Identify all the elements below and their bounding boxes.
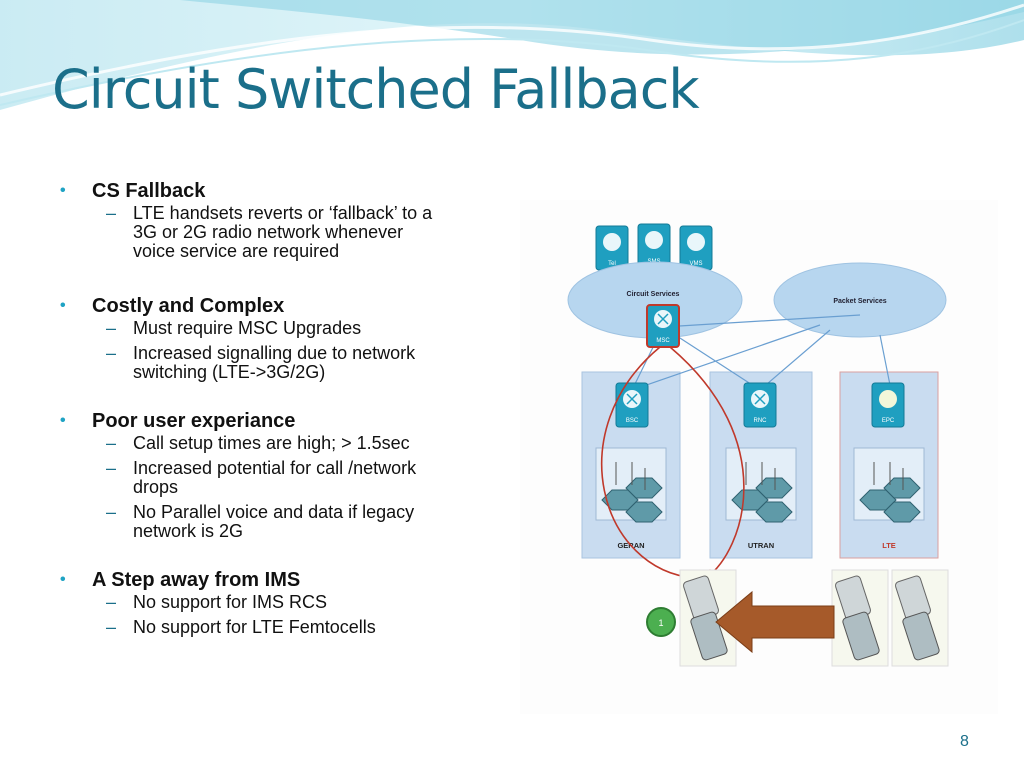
bullet-list: •CS Fallback –LTE handsets reverts or ‘f… xyxy=(60,178,510,643)
bsc-node: BSC xyxy=(615,382,649,428)
csfb-network-diagram: Tel SMS VMS Circuit Services Packet Serv… xyxy=(520,200,998,714)
dash-icon: – xyxy=(106,458,117,478)
svg-text:RNC: RNC xyxy=(754,418,768,424)
header-wave-decoration xyxy=(0,0,1024,110)
fallback-arrow xyxy=(715,590,835,654)
lte-cells xyxy=(853,447,925,523)
epc-node: EPC xyxy=(871,382,905,428)
handset-lte-2 xyxy=(891,569,949,667)
bullet-heading: •CS Fallback xyxy=(60,180,206,202)
service-vms: VMS xyxy=(679,225,713,271)
svg-text:1: 1 xyxy=(658,618,663,628)
packet-services-label: Packet Services xyxy=(833,298,886,305)
page-number: 8 xyxy=(960,733,969,750)
svg-text:BSC: BSC xyxy=(626,418,639,424)
svg-text:Tel: Tel xyxy=(608,261,616,267)
lte-label: LTE xyxy=(882,541,896,550)
sub-bullet: –Must require MSC Upgrades xyxy=(106,318,362,338)
dash-icon: – xyxy=(106,617,117,637)
dash-icon: – xyxy=(106,343,117,363)
dash-icon: – xyxy=(106,502,117,522)
dash-icon: – xyxy=(106,318,117,338)
dash-icon: – xyxy=(106,592,117,612)
circuit-services-label: Circuit Services xyxy=(627,291,680,298)
sub-bullet: –No support for IMS RCS xyxy=(106,592,328,612)
sub-bullet: –LTE handsets reverts or ‘fallback’ to a… xyxy=(106,203,433,261)
geran-cells xyxy=(595,447,667,523)
bullet-heading: •Poor user experiance xyxy=(60,410,296,432)
dash-icon: – xyxy=(106,203,117,223)
handset-lte-1 xyxy=(831,569,889,667)
bullet-heading: •Costly and Complex xyxy=(60,295,285,317)
packet-services-cloud xyxy=(773,262,947,338)
dash-icon: – xyxy=(106,433,117,453)
msc-node: MSC xyxy=(646,304,680,348)
rnc-node: RNC xyxy=(743,382,777,428)
svg-text:VMS: VMS xyxy=(689,261,702,267)
bullet-dot-icon: • xyxy=(60,297,66,314)
step-badge: 1 xyxy=(646,607,676,637)
slide-title: Circuit Switched Fallback xyxy=(52,58,700,121)
sub-bullet: –No support for LTE Femtocells xyxy=(106,617,376,637)
bullet-dot-icon: • xyxy=(60,571,66,588)
svg-text:MSC: MSC xyxy=(656,338,670,344)
service-sms: SMS xyxy=(637,223,671,269)
service-tel: Tel xyxy=(595,225,629,271)
bullet-dot-icon: • xyxy=(60,412,66,429)
utran-cells xyxy=(725,447,797,523)
bullet-heading: •A Step away from IMS xyxy=(60,569,301,591)
bullet-dot-icon: • xyxy=(60,182,66,199)
sub-bullet: –Call setup times are high; > 1.5sec xyxy=(106,433,410,453)
utran-label: UTRAN xyxy=(748,541,774,550)
svg-text:EPC: EPC xyxy=(882,418,895,424)
